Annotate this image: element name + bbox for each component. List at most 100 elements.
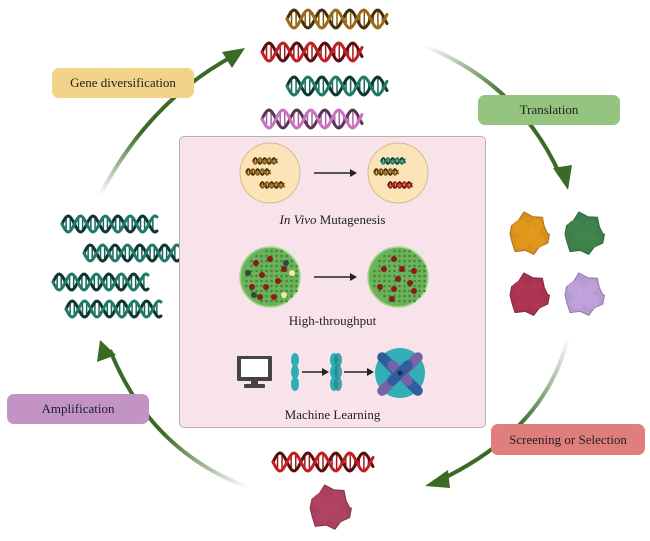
dna-strand-back [64,299,163,319]
dna-amplified-2 [82,243,181,263]
plate-texture [265,274,268,278]
monitor-neck [251,381,258,385]
plate-texture [378,289,381,293]
plate-texture [373,269,376,273]
arrow-head [367,368,374,376]
dna-strand-front [271,451,375,473]
arrow-screening [439,337,570,482]
dna-strand-front [252,157,278,165]
plate-texture [388,274,391,278]
plate-texture [275,269,278,273]
plate-texture [408,269,411,273]
dna-strand-back [387,181,413,189]
colony [399,266,405,272]
dna-strand-back [252,157,278,165]
plate-texture [413,279,416,283]
plate-texture [280,249,283,253]
plate-texture [275,274,278,278]
arrow-gene-diversification [98,53,236,196]
protein-fold [323,501,337,515]
plate-texture [388,279,391,283]
arrow-head [322,368,329,376]
plate-texture [260,269,263,273]
plate-texture [280,254,283,258]
arrow-high-throughput [314,273,357,281]
plate-texture [295,284,298,288]
plate-texture [378,259,381,263]
plate-texture [393,269,396,273]
protein-1 [509,211,550,255]
plate-texture [290,264,293,268]
plate-texture [295,289,298,293]
plate-texture [413,284,416,288]
protein-3 [509,272,550,316]
step-amplification: Amplification [7,394,149,424]
plate-texture [403,299,406,303]
colony [281,266,287,272]
plate-texture [265,269,268,273]
plate-texture [255,269,258,273]
plate-texture [270,299,273,303]
plate-texture [255,284,258,288]
dna-strand-front [380,157,406,165]
plate-texture [265,299,268,303]
plate-texture [403,284,406,288]
plate-texture [398,294,401,298]
plate-texture [403,254,406,258]
methods-panel: In Vivo Mutagenesis High-throughput Mach… [179,136,486,428]
plate-texture [265,289,268,293]
plate-texture [275,254,278,258]
dna-strand-front [245,168,271,176]
plate-texture [418,284,421,288]
step-amplification-label: Amplification [41,401,115,416]
plate-texture [403,279,406,283]
plate-texture [250,269,253,273]
plate-texture [383,289,386,293]
colony [411,268,417,274]
plate-texture [423,274,426,278]
plate-texture [290,279,293,283]
protein-fold [522,227,536,241]
plate-texture [403,274,406,278]
colony [381,266,387,272]
plate-texture [270,274,273,278]
dna-strand-front [260,108,364,130]
plate-texture [408,299,411,303]
plate-texture [383,259,386,263]
plate-texture [403,249,406,253]
colony [249,284,255,290]
plate-texture [423,279,426,283]
colony [257,294,263,300]
plate-texture [418,294,421,298]
dna-strand-front [260,41,364,63]
plate-texture [413,264,416,268]
plate-texture [423,284,426,288]
colony [259,272,265,278]
dna-library-2 [260,41,364,63]
step-translation: Translation [478,95,620,125]
colony [407,280,413,286]
plate-texture [393,249,396,253]
plate-texture [290,294,293,298]
step-translation-label: Translation [519,102,579,117]
plate-texture [408,259,411,263]
dna-strand-front [373,168,399,176]
plate-texture [255,279,258,283]
arrow-head [350,169,357,177]
dna-strand-back [82,243,181,263]
plate-texture [388,264,391,268]
plate-texture [270,249,273,253]
colony [395,276,401,282]
plate-texture [408,254,411,258]
plate-texture [398,299,401,303]
arrow-ml-1 [302,368,329,376]
plate-texture [280,289,283,293]
plate-texture [245,279,248,283]
plate-texture [383,284,386,288]
plate-texture [383,279,386,283]
plate-texture [398,254,401,258]
arrow-head [350,273,357,281]
colony [251,292,257,298]
dna-strand-front [82,243,181,263]
caption-high-throughput: High-throughput [288,313,377,328]
